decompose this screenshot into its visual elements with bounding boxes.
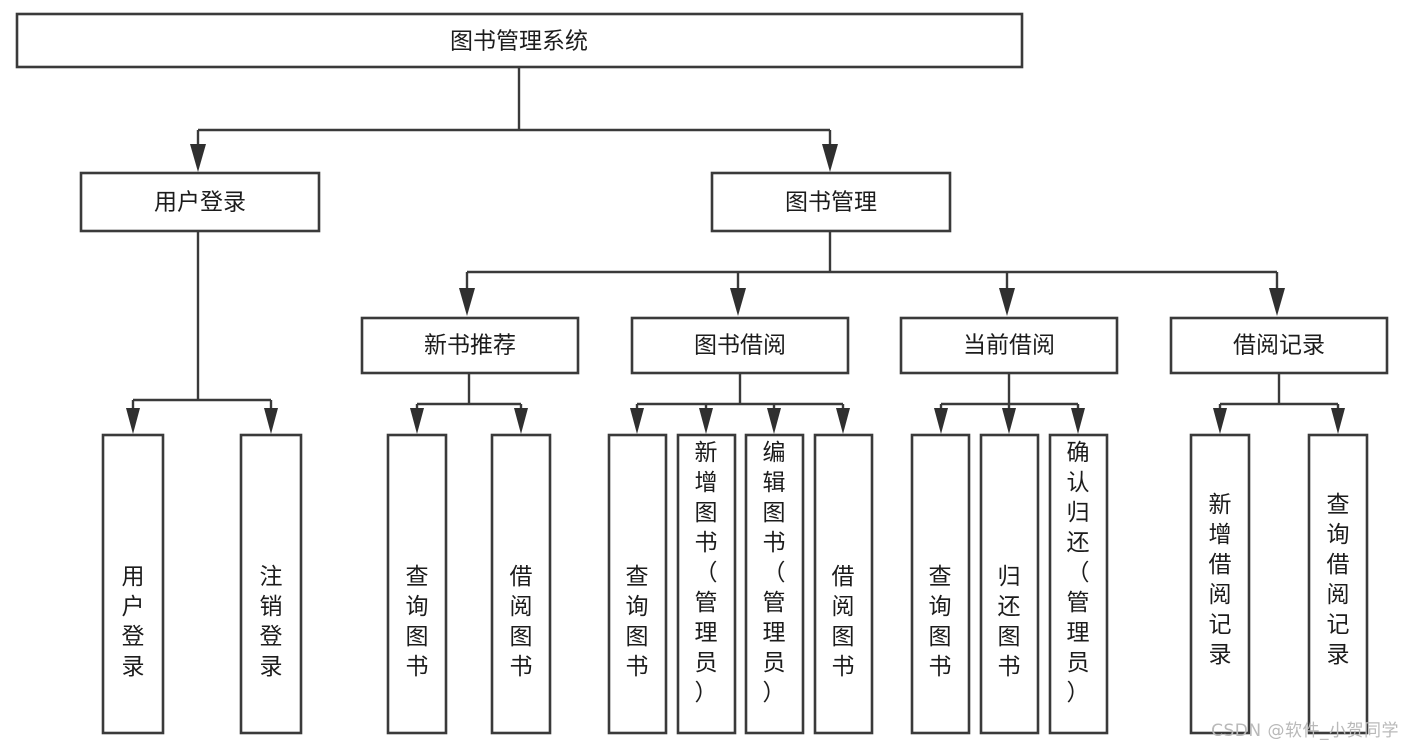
connector-group-user-login xyxy=(126,231,278,434)
arrow-head-leaf-user-login xyxy=(126,408,140,434)
connector-group-book-management xyxy=(459,231,1285,316)
node-leaf-edit-book-label: 编辑图书（管理员） xyxy=(763,440,786,706)
connector-group-book-borrow xyxy=(630,373,850,434)
node-user-login[interactable]: 用户登录 xyxy=(79,171,321,233)
node-leaf-edit-book[interactable]: 编辑图书（管理员） xyxy=(744,433,805,735)
node-new-book-recommend[interactable]: 新书推荐 xyxy=(360,316,580,375)
arrow-head-leaf-query-record xyxy=(1331,408,1345,434)
arrow-head-leaf-return-book xyxy=(1002,408,1016,434)
node-new-book-recommend-box[interactable] xyxy=(360,316,580,375)
node-book-borrow-label: 图书借阅 xyxy=(694,333,786,359)
arrow-head-borrow-record xyxy=(1269,288,1285,316)
node-book-management-label: 图书管理 xyxy=(785,190,877,216)
node-new-book-recommend-label: 新书推荐 xyxy=(424,333,516,359)
node-book-borrow[interactable]: 图书借阅 xyxy=(630,316,850,375)
node-user-login-label: 用户登录 xyxy=(154,190,246,216)
arrow-head-leaf-edit-book xyxy=(767,408,781,434)
node-leaf-add-book-label: 新增图书（管理员） xyxy=(695,440,718,706)
node-book-management-box[interactable] xyxy=(710,171,952,233)
arrow-head-leaf-query-book-1 xyxy=(410,408,424,434)
node-current-borrow[interactable]: 当前借阅 xyxy=(899,316,1119,375)
node-current-borrow-label: 当前借阅 xyxy=(963,333,1055,359)
arrow-head-leaf-add-book xyxy=(699,408,713,434)
node-leaf-query-record[interactable]: 查询借阅记录 xyxy=(1307,433,1369,735)
connector-group-root xyxy=(190,67,838,172)
node-leaf-confirm-return-box[interactable] xyxy=(1048,433,1109,735)
node-leaf-query-book-3-label: 查询图书 xyxy=(929,564,952,680)
node-leaf-query-book-3[interactable]: 查询图书 xyxy=(910,433,971,735)
node-leaf-add-record-label: 新增借阅记录 xyxy=(1209,492,1232,668)
arrow-head-leaf-borrow-book-1 xyxy=(514,408,528,434)
arrow-head-leaf-borrow-book-2 xyxy=(836,408,850,434)
arrow-head-leaf-query-book-2 xyxy=(630,408,644,434)
node-leaf-edit-book-box[interactable] xyxy=(744,433,805,735)
node-leaf-query-book-2-box[interactable] xyxy=(607,433,668,735)
arrow-head-current-borrow xyxy=(999,288,1015,316)
node-leaf-query-book-1[interactable]: 查询图书 xyxy=(386,433,448,735)
node-leaf-borrow-book-2-label: 借阅图书 xyxy=(832,564,855,680)
connector-group-borrow-record xyxy=(1213,373,1345,434)
node-leaf-query-book-2-label: 查询图书 xyxy=(626,564,649,680)
node-leaf-borrow-book-1-box[interactable] xyxy=(490,433,552,735)
node-leaf-borrow-book-1-label: 借阅图书 xyxy=(510,564,533,680)
node-leaf-confirm-return-label: 确认归还（管理员） xyxy=(1067,440,1090,706)
node-leaf-borrow-book-1[interactable]: 借阅图书 xyxy=(490,433,552,735)
node-leaf-logout-login-box[interactable] xyxy=(239,433,303,735)
node-leaf-borrow-book-2-box[interactable] xyxy=(813,433,874,735)
node-leaf-add-record[interactable]: 新增借阅记录 xyxy=(1189,433,1251,735)
node-root-label: 图书管理系统 xyxy=(450,29,588,55)
node-leaf-query-record-box[interactable] xyxy=(1307,433,1369,735)
node-borrow-record[interactable]: 借阅记录 xyxy=(1169,316,1389,375)
node-leaf-return-book-box[interactable] xyxy=(979,433,1040,735)
arrow-head-leaf-logout-login xyxy=(264,408,278,434)
node-leaf-query-book-3-box[interactable] xyxy=(910,433,971,735)
connector-group-current-borrow xyxy=(934,373,1085,434)
node-leaf-query-book-1-label: 查询图书 xyxy=(406,564,429,680)
node-borrow-record-box[interactable] xyxy=(1169,316,1389,375)
node-leaf-user-login-box[interactable] xyxy=(101,433,165,735)
node-leaf-query-record-label: 查询借阅记录 xyxy=(1327,492,1350,668)
node-leaf-query-book-1-box[interactable] xyxy=(386,433,448,735)
connector-group-new-book-recommend xyxy=(410,373,528,434)
node-book-management[interactable]: 图书管理 xyxy=(710,171,952,233)
node-root-box[interactable] xyxy=(15,12,1024,69)
node-leaf-add-book[interactable]: 新增图书（管理员） xyxy=(676,433,737,735)
node-leaf-return-book-label: 归还图书 xyxy=(998,564,1021,680)
node-leaf-confirm-return[interactable]: 确认归还（管理员） xyxy=(1048,433,1109,735)
node-leaf-add-record-box[interactable] xyxy=(1189,433,1251,735)
arrow-head-leaf-query-book-3 xyxy=(934,408,948,434)
node-leaf-query-book-2[interactable]: 查询图书 xyxy=(607,433,668,735)
node-leaf-user-login[interactable]: 用户登录 xyxy=(101,433,165,735)
node-borrow-record-label: 借阅记录 xyxy=(1233,333,1325,359)
arrow-head-book-management xyxy=(822,144,838,172)
arrow-head-new-book-recommend xyxy=(459,288,475,316)
node-leaf-user-login-label: 用户登录 xyxy=(122,564,145,680)
csdn-watermark: CSDN @软件_小贺同学 xyxy=(1211,721,1399,741)
node-current-borrow-box[interactable] xyxy=(899,316,1119,375)
node-user-login-box[interactable] xyxy=(79,171,321,233)
arrow-head-leaf-add-record xyxy=(1213,408,1227,434)
node-leaf-logout-login-label: 注销登录 xyxy=(260,564,283,680)
node-leaf-borrow-book-2[interactable]: 借阅图书 xyxy=(813,433,874,735)
arrow-head-user-login xyxy=(190,144,206,172)
node-leaf-add-book-box[interactable] xyxy=(676,433,737,735)
arrow-head-book-borrow xyxy=(730,288,746,316)
arrow-head-leaf-confirm-return xyxy=(1071,408,1085,434)
node-leaf-logout-login[interactable]: 注销登录 xyxy=(239,433,303,735)
node-root[interactable]: 图书管理系统 xyxy=(15,12,1024,69)
node-leaf-return-book[interactable]: 归还图书 xyxy=(979,433,1040,735)
node-book-borrow-box[interactable] xyxy=(630,316,850,375)
